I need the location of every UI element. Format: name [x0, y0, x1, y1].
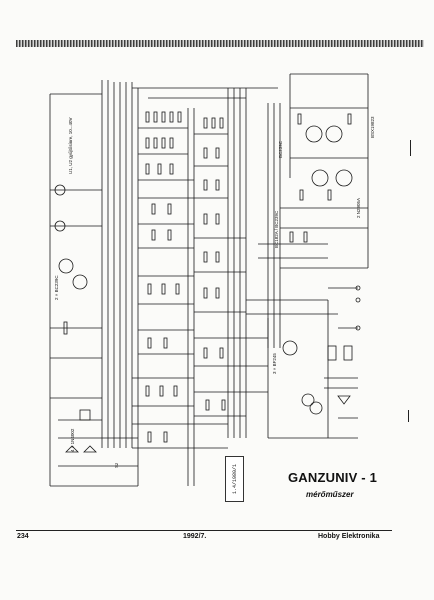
- stamp-text: 1.4/1980/1: [231, 463, 238, 495]
- svg-text:BSX19823: BSX19823: [370, 116, 375, 138]
- stamp-box: 1.4/1980/1: [225, 456, 244, 502]
- footer-page-number: 234: [17, 533, 29, 540]
- page-subtitle: mérőműszer: [306, 490, 354, 499]
- margin-mark: [410, 140, 411, 156]
- svg-text:BC239C: BC239C: [278, 140, 283, 158]
- svg-text:4 × 1N4002: 4 × 1N4002: [70, 428, 75, 452]
- svg-text:2 N2905A: 2 N2905A: [356, 198, 361, 218]
- footer-magazine: Hobby Elektronika: [318, 533, 380, 540]
- margin-mark: [408, 410, 409, 422]
- svg-text:Sz: Sz: [114, 462, 119, 468]
- scan-top-strip: [16, 40, 424, 47]
- footer-rule: [16, 530, 392, 531]
- svg-text:U1, U2 gyűjtősínre, 10...40V: U1, U2 gyűjtősínre, 10...40V: [68, 117, 73, 174]
- circuit-schematic: 2 × BC239C BC239C BC182A / BC239C BSX198…: [49, 73, 375, 487]
- schematic-frame: 2 × BC239C BC239C BC182A / BC239C BSX198…: [28, 48, 412, 526]
- svg-text:2 × BC239C: 2 × BC239C: [54, 275, 59, 300]
- svg-text:BC182A / BC239C: BC182A / BC239C: [274, 210, 279, 248]
- page-title: GANZUNIV - 1: [288, 470, 378, 485]
- svg-text:3 × BF245: 3 × BF245: [272, 353, 277, 374]
- footer-issue: 1992/7.: [183, 533, 207, 540]
